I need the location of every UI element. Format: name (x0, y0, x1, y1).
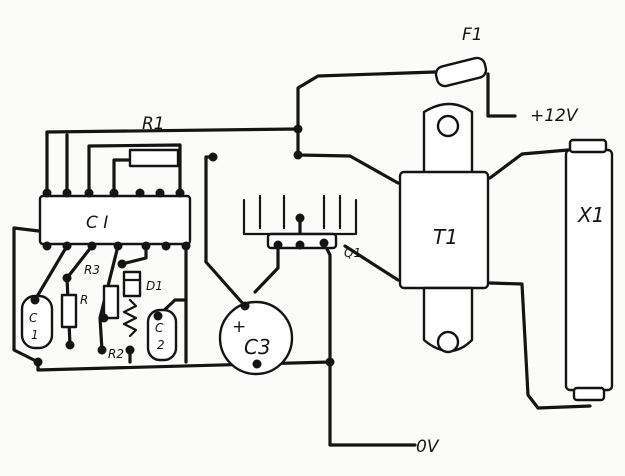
c2-num: 2 (157, 338, 165, 352)
wire-top-bus (45, 127, 300, 195)
capacitor-c2: C 2 (146, 308, 178, 362)
junction-dots (30, 124, 335, 369)
transformer-t1: T1 (398, 102, 490, 354)
trimmer-r1: R1 (128, 114, 180, 168)
c3-polarity: + (232, 317, 246, 337)
resistor-r3-label: R3 (84, 263, 100, 277)
c2-label: C (155, 321, 164, 335)
resistor-r2-label: R2 (108, 347, 124, 361)
capacitor-c3: + C3 (218, 300, 294, 376)
wire-ground-out (328, 360, 417, 447)
resistor-r3: R3 (84, 263, 120, 320)
resistor-r: R (60, 293, 88, 329)
wire-mid-3 (120, 244, 148, 266)
diode-label: D1 (146, 279, 163, 293)
wire-to-transformer (296, 127, 400, 185)
transistor-q1: Q1 (242, 194, 361, 260)
resistor-r-label: R (80, 293, 88, 307)
diode-d1: D1 (122, 270, 163, 298)
transformer-label: T1 (433, 225, 458, 249)
wire-ground-rail (36, 360, 332, 372)
wire-left-cap (33, 244, 69, 302)
wire-q1-emitter (322, 241, 332, 364)
wire-t1-to-x1 (488, 148, 570, 180)
c3-label: C3 (244, 335, 271, 359)
load-label: X1 (577, 203, 604, 227)
wire-to-fuse (296, 70, 437, 131)
resistor-r2: R2 (108, 298, 138, 361)
load-x1: X1 (564, 138, 614, 402)
wire-fuse-to-supply (486, 72, 517, 118)
wire-r1-feed (87, 143, 182, 195)
supply-positive-label: +12V (530, 106, 579, 126)
c1-num: 1 (31, 328, 39, 342)
wire-q1-base (253, 243, 280, 294)
wire-q1-to-t1 (343, 244, 400, 282)
wire-r1-tap (112, 158, 132, 195)
trimmer-r1-label: R1 (142, 114, 165, 134)
fuse-label: F1 (462, 25, 483, 45)
wire-t1-bottom (488, 281, 592, 410)
transistor-label: Q1 (344, 246, 361, 260)
supply-ground-label: 0V (416, 437, 440, 457)
ic-chip: C I (38, 194, 192, 246)
c1-label: C (29, 311, 38, 325)
wire-ic-to-c3 (204, 155, 247, 308)
fuse-f1: F1 (434, 25, 488, 88)
ic-label: C I (86, 213, 108, 233)
